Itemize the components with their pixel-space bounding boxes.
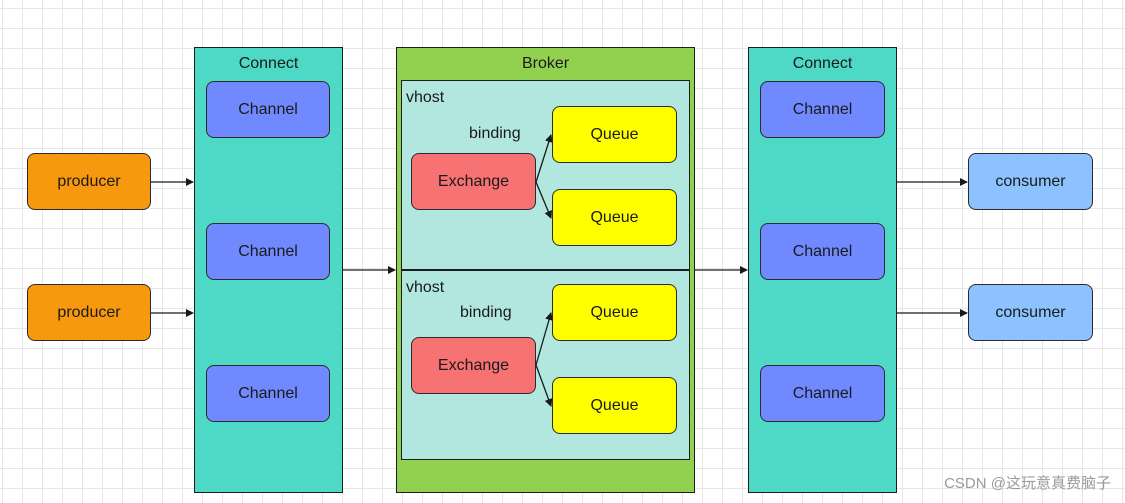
binding-arrow-2a — [535, 312, 553, 366]
exchange-node-1: Exchange — [411, 153, 536, 210]
left-connect-title: Connect — [238, 55, 299, 72]
broker-title: Broker — [521, 55, 570, 72]
exchange-node-2: Exchange — [411, 337, 536, 394]
queue-node-2a: Queue — [552, 284, 677, 341]
left-channel-1: Channel — [206, 81, 330, 138]
consumer-node-1: consumer — [968, 153, 1093, 210]
watermark-text: CSDN @这玩意真费脑子 — [944, 475, 1111, 492]
vhost-label-1: vhost — [406, 89, 445, 106]
queue-node-2b: Queue — [552, 377, 677, 434]
right-channel-1: Channel — [760, 81, 885, 138]
right-channel-3: Channel — [760, 365, 885, 422]
binding-arrow-2b — [535, 364, 553, 407]
binding-arrow-1b — [535, 181, 552, 219]
producer-node-2: producer — [27, 284, 151, 341]
consumer-node-2: consumer — [968, 284, 1093, 341]
binding-label-2: binding — [460, 304, 512, 321]
binding-arrow-1a — [535, 134, 553, 183]
left-channel-3: Channel — [206, 365, 330, 422]
right-channel-2: Channel — [760, 223, 885, 280]
left-channel-2: Channel — [206, 223, 330, 280]
right-connect-title: Connect — [792, 55, 853, 72]
queue-node-1a: Queue — [552, 106, 677, 163]
vhost-label-2: vhost — [406, 279, 445, 296]
binding-label-1: binding — [469, 125, 521, 142]
producer-node-1: producer — [27, 153, 151, 210]
queue-node-1b: Queue — [552, 189, 677, 246]
